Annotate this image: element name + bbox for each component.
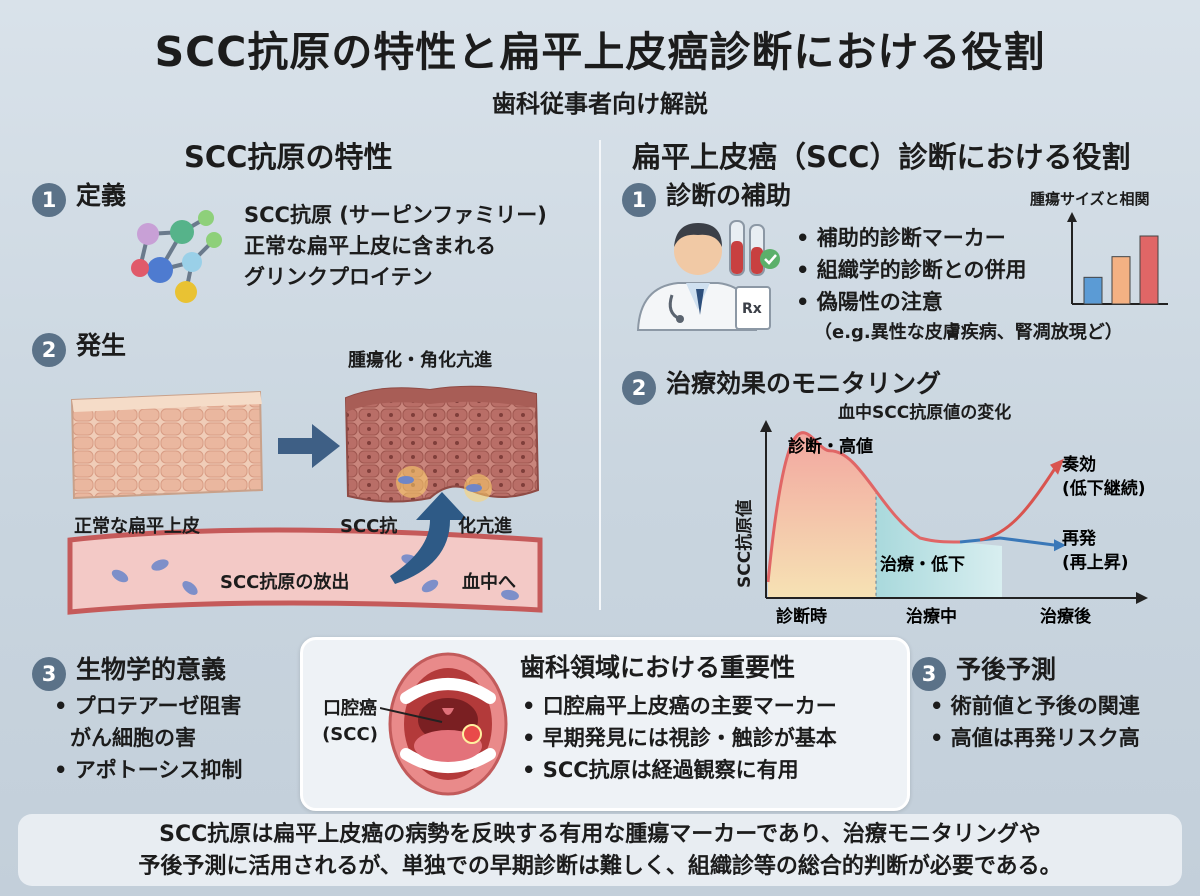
normal-epithelium-label: 正常な扁平上皮	[74, 516, 200, 537]
peak-fill	[768, 432, 876, 598]
oral-label: 口腔癌 (SCC)	[310, 696, 390, 748]
molecule-icon	[131, 210, 222, 303]
scc-label-a: SCC抗	[340, 516, 398, 537]
mini-bar-chart	[1067, 212, 1168, 305]
scc-line-chart: 血中SCC抗原値の変化 SCC抗原値 診断時 治療中 治療後 診断・高値 治療・…	[734, 402, 1148, 627]
bio-item-2: がん細胞の害	[54, 722, 242, 754]
prognosis-item-1: 術前値と予後の関連	[930, 690, 1140, 722]
blood-label: 血中へ	[462, 572, 516, 593]
release-label: SCC抗原の放出	[220, 572, 350, 593]
footer-line-1: SCC抗原は扁平上皮癌の病勢を反映する有用な腫瘍マーカーであり、治療モニタリング…	[159, 822, 1041, 847]
x-tick-0: 診断時	[776, 606, 827, 627]
series-relapse-line	[979, 465, 1058, 542]
diagnosis-item-2: 組織学的診断との併用	[796, 254, 1027, 286]
annotation-relapse: 再発	[1062, 528, 1097, 549]
mini-bar-3	[1139, 235, 1159, 305]
mini-chart-title: 腫瘍サイズと相関	[1030, 190, 1150, 208]
mouth-icon	[388, 652, 508, 796]
footer-line-2: 予後予測に活用されるが、単独での早期診断は難しく、組織診等の総合的判断が必要であ…	[138, 854, 1062, 879]
right-heading: 扁平上皮癌（SCC）診断における役割	[632, 140, 1131, 174]
left-heading: SCC抗原の特性	[184, 140, 393, 174]
decline-arrowhead	[1054, 539, 1066, 552]
series-main-line	[766, 431, 961, 583]
occurrence-number: 2	[32, 332, 66, 367]
definition-header: 1 定義	[32, 176, 126, 217]
bio-item-1: プロテアーゼ阻害	[54, 690, 242, 722]
line-chart-title: 血中SCC抗原値の変化	[838, 402, 1011, 423]
monitoring-label: 治療効果のモニタリング	[666, 369, 942, 398]
definition-number: 1	[32, 182, 66, 217]
dental-item-3: SCC抗原は経過観察に有用	[522, 754, 837, 786]
prognosis-label: 予後予測	[956, 655, 1057, 684]
dental-item-1: 口腔扁平上皮癌の主要マーカー	[522, 690, 837, 722]
tumor-label: 腫瘍化・角化亢進	[348, 350, 492, 371]
diagnosis-item-1: 補助的診断マーカー	[796, 222, 1027, 254]
monitoring-number: 2	[622, 370, 656, 405]
line-chart-ylabel: SCC抗原値	[734, 500, 755, 588]
oral-label-2: (SCC)	[322, 724, 378, 745]
doctor-icon: Rx	[636, 220, 780, 331]
line-chart-plot	[766, 431, 1066, 598]
prognosis-header: 3 予後予測	[912, 650, 1056, 691]
relapse-arrowhead	[1050, 458, 1064, 475]
bio-list: プロテアーゼ阻害 がん細胞の害 アポトーシス抑制	[54, 690, 242, 786]
definition-line-3: グリンクプロイテン	[244, 265, 433, 289]
mini-bar-1	[1083, 276, 1103, 305]
bio-number: 3	[32, 656, 66, 691]
column-divider	[599, 140, 601, 610]
x-tick-1: 治療中	[906, 606, 957, 627]
series-decline-line	[959, 536, 1057, 547]
diagnosis-list: 補助的診断マーカー 組織学的診断との併用 偽陽性の注意	[796, 222, 1027, 318]
occurrence-header: 2 発生	[32, 326, 126, 367]
annotation-decline: 治療・低下	[880, 554, 965, 575]
pointer-line	[380, 707, 443, 723]
bio-header: 3 生物学的意義	[32, 650, 226, 691]
diagnosis-note: （e.g.異性な皮膚疾病、腎凋放現ど）	[814, 322, 1123, 343]
decline-fill	[876, 490, 1002, 598]
annotation-effective-sub: (低下継続)	[1062, 478, 1146, 499]
diagnosis-header: 1 診断の補助	[622, 176, 791, 217]
prognosis-item-2: 高値は再発リスク高	[930, 722, 1140, 754]
definition-line-1: SCC抗原 (サーピンファミリー)	[244, 203, 547, 227]
mini-bar-2	[1111, 256, 1131, 305]
prognosis-list: 術前値と予後の関連 高値は再発リスク高	[930, 690, 1140, 754]
monitoring-header: 2 治療効果のモニタリング	[622, 364, 941, 405]
diagnosis-label: 診断の補助	[666, 181, 792, 210]
dental-title: 歯科領域における重要性	[520, 653, 796, 682]
definition-line-2: 正常な扁平上皮に含まれる	[244, 234, 496, 258]
dental-list: 口腔扁平上皮癌の主要マーカー 早期発見には視診・触診が基本 SCC抗原は経過観察…	[522, 690, 837, 786]
epithelium-illustration	[67, 385, 543, 615]
definition-label: 定義	[76, 181, 127, 210]
summary-footer: SCC抗原は扁平上皮癌の病勢を反映する有用な腫瘍マーカーであり、治療モニタリング…	[18, 814, 1182, 886]
bio-item-2-text: がん細胞の害	[70, 726, 196, 750]
page-title: SCC抗原の特性と扁平上皮癌診断における役割	[154, 28, 1046, 76]
oral-label-1: 口腔癌	[323, 698, 377, 719]
annotation-relapse-sub: (再上昇)	[1062, 553, 1129, 573]
scc-label-b: 化亢進	[458, 516, 512, 537]
svg-text:Rx: Rx	[742, 301, 762, 317]
annotation-high: 診断・高値	[788, 436, 873, 457]
annotation-effective: 奏効	[1061, 454, 1096, 475]
diagnosis-item-3: 偽陽性の注意	[796, 286, 1027, 318]
bio-label: 生物学的意義	[76, 655, 227, 684]
diagnosis-number: 1	[622, 182, 656, 217]
definition-text: SCC抗原 (サーピンファミリー) 正常な扁平上皮に含まれる グリンクプロイテン	[244, 200, 547, 293]
occurrence-label: 発生	[76, 331, 127, 360]
bio-item-3: アポトーシス抑制	[54, 754, 243, 786]
x-tick-2: 治療後	[1040, 606, 1092, 627]
dental-item-2: 早期発見には視診・触診が基本	[522, 722, 837, 754]
page-subtitle: 歯科従事者向け解説	[492, 90, 708, 118]
prognosis-number: 3	[912, 656, 946, 691]
